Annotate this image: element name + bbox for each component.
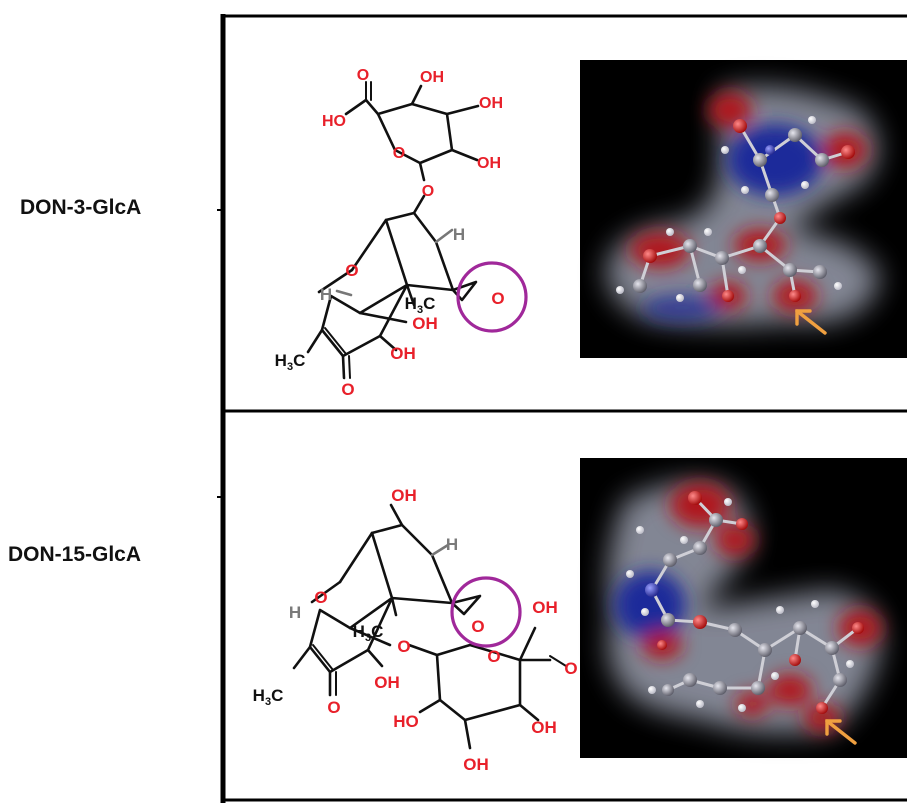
arrow-indicator (795, 309, 827, 335)
structure-don-3-glca (306, 81, 480, 380)
table-frame (217, 14, 907, 803)
atom-oh: OH (391, 486, 417, 505)
atom-o: O (487, 647, 500, 666)
atom-oh: OH (374, 673, 400, 692)
row-label-don-3-glca: DON-3-GlcA (20, 196, 142, 219)
epoxide-highlight-circle (450, 576, 522, 648)
atom-ho: HO (322, 113, 346, 130)
atom-oh: OH (412, 314, 438, 333)
atom-o: O (357, 67, 369, 84)
atom-labels-row1: O OH HO OH O OH O H O H H3C O OH H3C OH … (275, 67, 505, 399)
row-label-don-15-glca: DON-15-GlcA (8, 543, 142, 566)
atom-oh: OH (532, 598, 558, 617)
atom-oh: OH (420, 69, 444, 86)
atom-oh: OH (531, 718, 557, 737)
arrow-indicator (825, 719, 857, 745)
structure-don-15-glca (292, 503, 567, 750)
molecular-model-don-3-glca (580, 60, 907, 358)
atom-h: H (453, 225, 465, 244)
atom-h3c: H3C (353, 622, 384, 644)
molecular-model-don-15-glca (580, 458, 907, 758)
atom-o: O (345, 261, 358, 280)
atom-o: O (422, 183, 434, 200)
atom-o: O (341, 380, 354, 399)
atom-oh: OH (390, 344, 416, 363)
atom-o: O (491, 289, 504, 308)
epoxide-highlight-circle (456, 261, 528, 333)
atom-o: O (314, 588, 327, 607)
atom-h: H (320, 285, 332, 304)
atom-o: O (397, 637, 410, 656)
atom-o: O (393, 145, 405, 162)
atom-h: H (446, 535, 458, 554)
atom-h: H (289, 603, 301, 622)
atom-oh: OH (479, 95, 503, 112)
atom-h3c: H3C (275, 351, 306, 373)
atom-h3c: H3C (405, 294, 436, 316)
atom-ho: HO (393, 712, 419, 731)
atom-labels-row2: OH H O H H3C O OH O O O H3C OH O HO OH O… (253, 486, 578, 774)
atom-o: O (471, 617, 484, 636)
atom-o: O (327, 698, 340, 717)
atom-oh: OH (477, 155, 501, 172)
atom-o: O (564, 659, 577, 678)
atom-oh: OH (463, 755, 489, 774)
atom-h3c: H3C (253, 686, 284, 708)
